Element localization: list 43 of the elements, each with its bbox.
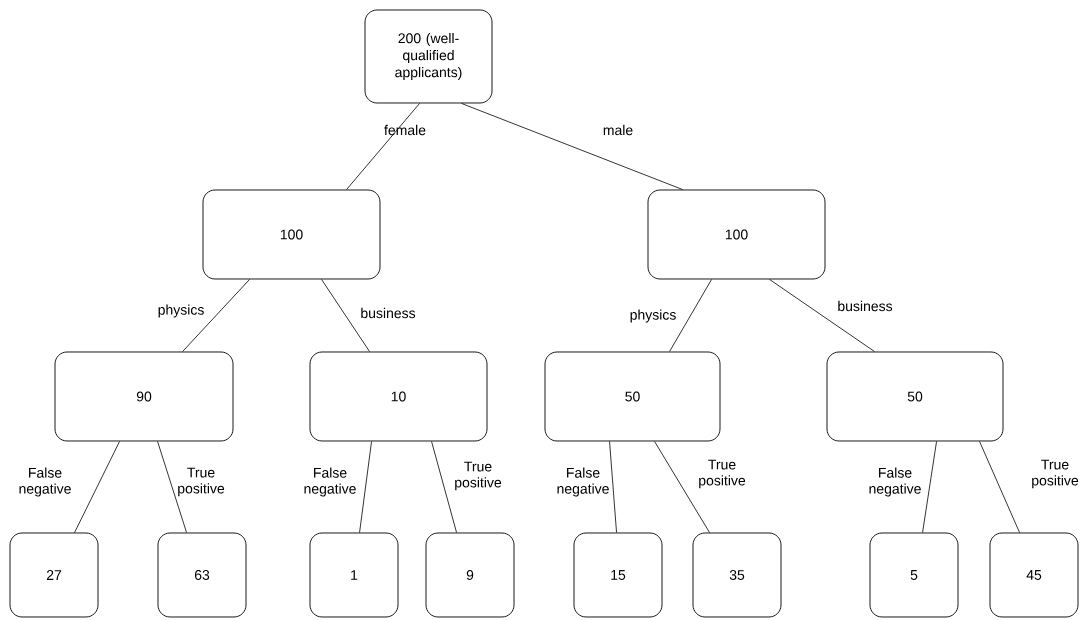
edge-label: False negative bbox=[304, 467, 356, 497]
connector-line bbox=[346, 103, 420, 190]
connector-line bbox=[461, 103, 683, 190]
edge-label: male bbox=[603, 124, 633, 136]
connector-line bbox=[609, 441, 617, 533]
tree-box: 9 bbox=[425, 532, 515, 618]
connector-line bbox=[654, 441, 710, 533]
connector-line bbox=[431, 441, 457, 533]
connector-line bbox=[769, 279, 875, 352]
connector-line bbox=[321, 279, 370, 352]
tree-box: 10 bbox=[309, 351, 488, 442]
tree-box: 200 (well-qualified applicants) bbox=[364, 9, 493, 104]
tree-box: 100 bbox=[202, 189, 381, 280]
tree-box: 27 bbox=[9, 532, 99, 618]
edge-label: female bbox=[384, 124, 426, 136]
tree-box: 35 bbox=[692, 532, 782, 618]
edge-label: True positive bbox=[1032, 459, 1079, 489]
connector-line bbox=[157, 441, 187, 533]
tree-box: 1 bbox=[309, 532, 399, 618]
connector-line bbox=[669, 279, 712, 352]
connector-line bbox=[74, 441, 120, 533]
edge-label: True positive bbox=[455, 461, 502, 491]
tree-box: 5 bbox=[869, 532, 959, 618]
edge-label: False negative bbox=[557, 467, 609, 497]
tree-box: 15 bbox=[573, 532, 663, 618]
connector-line bbox=[979, 441, 1020, 533]
edge-label: False negative bbox=[19, 467, 71, 497]
edge-label: business bbox=[838, 300, 893, 312]
tree-box: 50 bbox=[544, 351, 721, 442]
edge-label: True positive bbox=[178, 467, 225, 497]
tree-box: 63 bbox=[157, 532, 247, 618]
edge-label: True positive bbox=[699, 459, 746, 489]
connector-line bbox=[359, 441, 372, 533]
edge-label: False negative bbox=[869, 467, 921, 497]
edge-label: physics bbox=[630, 309, 676, 323]
edge-label: physics bbox=[158, 304, 204, 318]
tree-box: 45 bbox=[989, 532, 1079, 618]
tree-box: 90 bbox=[54, 351, 234, 442]
tree-box: 100 bbox=[647, 189, 826, 280]
connector-line bbox=[182, 279, 250, 352]
tree-box: 50 bbox=[826, 351, 1004, 442]
edge-label: business bbox=[361, 307, 416, 319]
connector-line bbox=[922, 441, 937, 533]
